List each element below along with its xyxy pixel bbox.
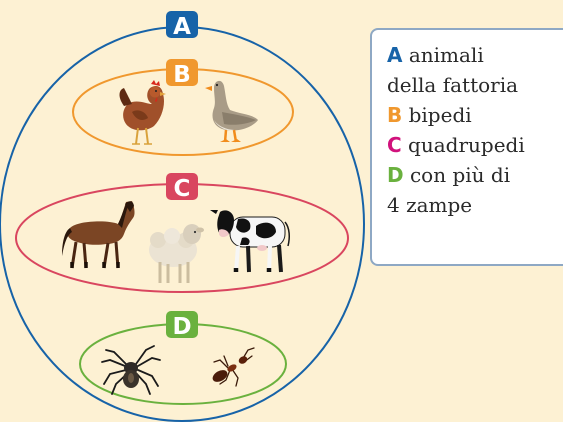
set-a-badge-label: A	[173, 14, 191, 40]
legend-text-d-line-1: con più di	[409, 163, 511, 187]
set-b-badge-label: B	[173, 62, 191, 88]
horse-icon	[62, 201, 135, 269]
legend-item-b: B bipedi	[387, 100, 563, 130]
chicken-icon	[119, 80, 166, 145]
legend-item-d: D con più di	[387, 160, 563, 190]
legend-letter-c: C	[387, 133, 402, 157]
cow-icon	[210, 210, 290, 273]
legend-item-d-continued: 4 zampe	[387, 190, 563, 220]
legend-text-b: bipedi	[408, 103, 472, 127]
set-b-badge: B	[166, 59, 198, 88]
legend-letter-b: B	[387, 103, 403, 127]
set-d-badge: D	[166, 311, 198, 340]
legend-box: A animali della fattoria B bipedi C quad…	[370, 28, 563, 266]
goose-icon	[205, 80, 258, 143]
legend-text-a-line-2: della fattoria	[387, 73, 519, 97]
set-c-badge-label: C	[174, 176, 191, 202]
set-a-badge: A	[166, 11, 198, 40]
spider-icon	[101, 345, 161, 395]
set-d-badge-label: D	[172, 314, 191, 340]
legend-item-a-continued: della fattoria	[387, 70, 563, 100]
set-c-badge: C	[166, 173, 198, 202]
ant-icon	[212, 347, 255, 387]
sheep-icon	[149, 224, 204, 283]
legend-item-a: A animali	[387, 40, 563, 70]
legend-text-d-line-2: 4 zampe	[387, 193, 473, 217]
legend-text-a-line-1: animali	[408, 43, 484, 67]
legend-letter-d: D	[387, 163, 404, 187]
legend-text-c: quadrupedi	[408, 133, 525, 157]
legend-item-c: C quadrupedi	[387, 130, 563, 160]
legend-letter-a: A	[387, 43, 403, 67]
